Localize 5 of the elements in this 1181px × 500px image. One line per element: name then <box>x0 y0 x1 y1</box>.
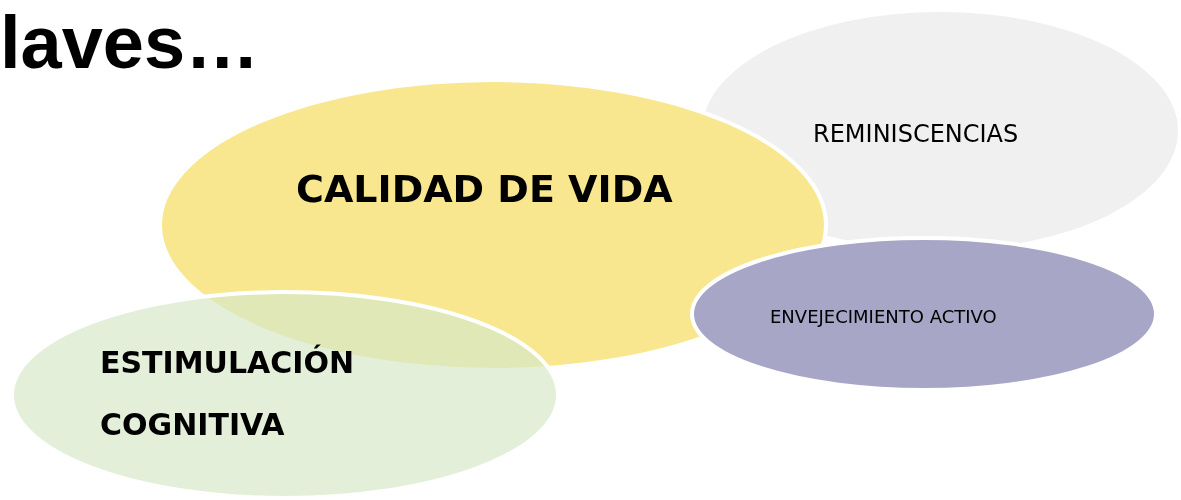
ellipse-label: ESTIMULACIÓN COGNITIVA <box>100 343 356 444</box>
ellipse-label: ENVEJECIMIENTO ACTIVO <box>770 306 997 328</box>
ellipse-label: REMINISCENCIAS <box>813 120 1019 149</box>
ellipse-label: CALIDAD DE VIDA <box>296 167 673 213</box>
title: laves… <box>0 6 260 80</box>
